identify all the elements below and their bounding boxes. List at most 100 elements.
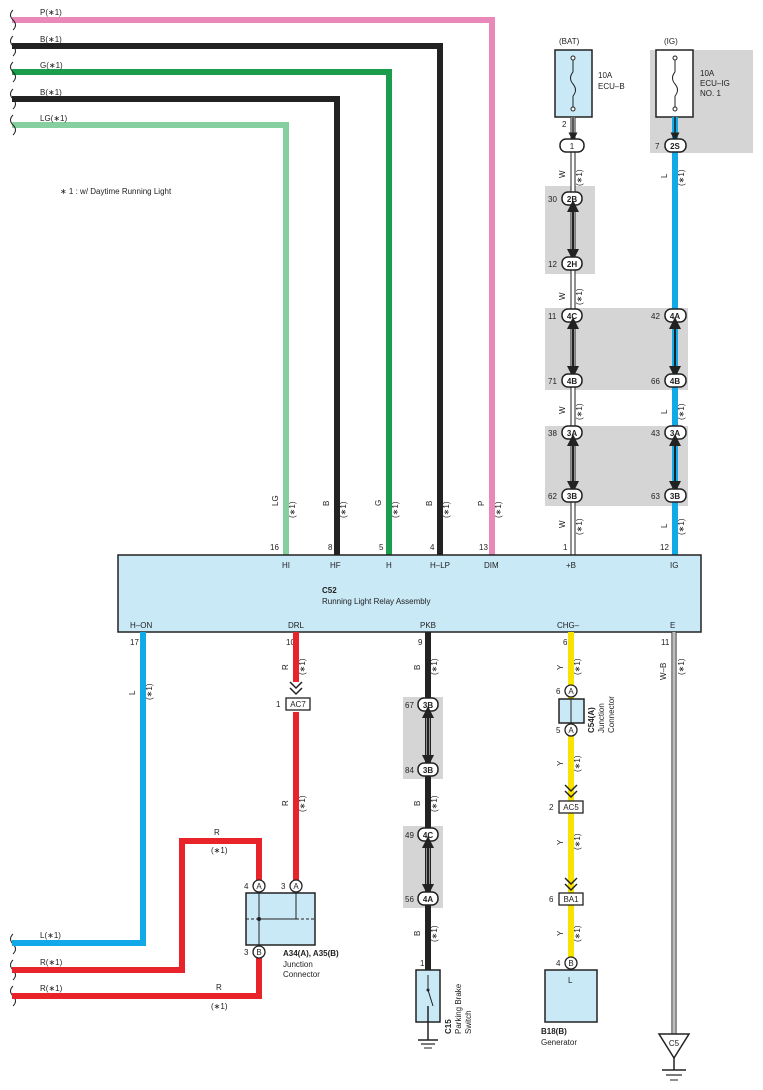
svg-text:3A: 3A <box>567 429 577 438</box>
svg-text:Junction: Junction <box>283 960 313 969</box>
fuse-bat: (BAT) 10A ECU–B 2 <box>554 37 625 129</box>
svg-text:(∗1): (∗1) <box>573 925 582 942</box>
svg-text:63: 63 <box>651 492 660 501</box>
l-col-connectors: 2S 7 4A 42 4B 66 3A 43 3B 63 <box>651 138 687 503</box>
svg-text:G: G <box>374 500 383 506</box>
svg-text:3B: 3B <box>423 701 433 710</box>
svg-text:LG: LG <box>271 495 280 506</box>
svg-text:(∗1): (∗1) <box>494 501 503 518</box>
svg-text:13: 13 <box>479 543 488 552</box>
svg-text:AC5: AC5 <box>563 803 579 812</box>
svg-text:1: 1 <box>276 700 281 709</box>
svg-text:42: 42 <box>651 312 660 321</box>
svg-text:BA1: BA1 <box>563 895 579 904</box>
svg-text:1: 1 <box>570 142 575 151</box>
svg-text:R(∗1): R(∗1) <box>40 984 63 993</box>
svg-text:3: 3 <box>244 948 249 957</box>
svg-text:(∗1): (∗1) <box>430 925 439 942</box>
svg-text:12: 12 <box>548 260 557 269</box>
svg-text:6: 6 <box>549 895 554 904</box>
relay-code: C52 <box>322 586 337 595</box>
svg-text:5: 5 <box>379 543 384 552</box>
svg-text:NO. 1: NO. 1 <box>700 89 721 98</box>
top-left-wires <box>12 17 495 555</box>
svg-text:Switch: Switch <box>464 1010 473 1034</box>
relay-top-pin-numbers: 16 8 5 4 13 1 12 <box>270 543 669 552</box>
svg-text:2: 2 <box>562 120 567 129</box>
conn-w-2h: 2H 12 <box>548 256 583 271</box>
svg-text:62: 62 <box>548 492 557 501</box>
relay-bottom-pin-numbers: 17 10 9 6 11 <box>130 638 670 647</box>
relay-box: HI HF H H–LP DIM +B IG C52 Running Light… <box>117 554 702 633</box>
svg-text:Y: Y <box>556 930 565 936</box>
svg-text:IG: IG <box>670 561 678 570</box>
svg-text:(∗1): (∗1) <box>575 169 584 186</box>
svg-text:4: 4 <box>556 959 561 968</box>
svg-text:6: 6 <box>556 687 561 696</box>
svg-text:49: 49 <box>405 831 414 840</box>
footnote: ∗ 1 : w/ Daytime Running Light <box>60 187 172 196</box>
svg-text:(∗1): (∗1) <box>288 501 297 518</box>
svg-text:W: W <box>558 170 567 178</box>
svg-text:R: R <box>214 828 220 837</box>
svg-text:A: A <box>293 882 299 891</box>
wire-label-b1: B(∗1) <box>40 35 62 44</box>
svg-text:4: 4 <box>244 882 249 891</box>
conn-l-4b: 4B 66 <box>651 373 687 388</box>
svg-text:(∗1): (∗1) <box>391 501 400 518</box>
break-marks <box>10 9 16 1007</box>
svg-text:(∗1): (∗1) <box>573 658 582 675</box>
wire-label-g: G(∗1) <box>40 61 63 70</box>
svg-text:R: R <box>216 983 222 992</box>
svg-text:56: 56 <box>405 895 414 904</box>
svg-text:L: L <box>128 690 137 695</box>
svg-text:7: 7 <box>655 142 660 151</box>
svg-text:84: 84 <box>405 766 414 775</box>
svg-text:C5: C5 <box>669 1039 680 1048</box>
svg-text:6: 6 <box>563 638 568 647</box>
svg-text:(∗1): (∗1) <box>573 833 582 850</box>
svg-text:(IG): (IG) <box>664 37 678 46</box>
svg-text:10A: 10A <box>700 69 715 78</box>
svg-text:(∗1): (∗1) <box>575 288 584 305</box>
svg-text:2: 2 <box>549 803 554 812</box>
svg-text:2H: 2H <box>567 260 577 269</box>
svg-text:43: 43 <box>651 429 660 438</box>
svg-text:Connector: Connector <box>283 970 320 979</box>
right-wire-color-labels: W (∗1) W (∗1) W (∗1) W (∗1) L (∗1) L (∗1… <box>558 169 686 535</box>
svg-text:5: 5 <box>556 726 561 735</box>
svg-text:B: B <box>425 501 434 506</box>
wire-label-p: P(∗1) <box>40 8 62 17</box>
svg-text:B: B <box>322 501 331 506</box>
svg-text:H–ON: H–ON <box>130 621 152 630</box>
wire-drl: AC7 1 R (∗1) R (∗1) <box>276 632 311 880</box>
svg-text:2S: 2S <box>670 142 680 151</box>
svg-text:9: 9 <box>418 638 423 647</box>
svg-text:38: 38 <box>548 429 557 438</box>
svg-text:B: B <box>413 931 422 936</box>
svg-text:67: 67 <box>405 701 414 710</box>
bottom-left-wire-labels: L(∗1) R(∗1) R(∗1) <box>40 931 63 993</box>
svg-text:DIM: DIM <box>484 561 499 570</box>
svg-text:A: A <box>256 882 262 891</box>
svg-text:(∗1): (∗1) <box>298 658 307 675</box>
svg-text:16: 16 <box>270 543 279 552</box>
left-wire-labels: P(∗1) B(∗1) G(∗1) B(∗1) LG(∗1) <box>40 8 67 123</box>
svg-text:CHG–: CHG– <box>557 621 580 630</box>
svg-text:Y: Y <box>556 760 565 766</box>
conn-l-2s: 2S 7 <box>655 138 687 153</box>
svg-text:71: 71 <box>548 377 557 386</box>
svg-text:Y: Y <box>556 664 565 670</box>
svg-text:W: W <box>558 292 567 300</box>
svg-text:L: L <box>660 409 669 414</box>
svg-text:Parking Brake: Parking Brake <box>454 983 463 1034</box>
svg-text:R(∗1): R(∗1) <box>40 958 63 967</box>
svg-text:DRL: DRL <box>288 621 305 630</box>
svg-text:10: 10 <box>286 638 295 647</box>
svg-text:(∗1): (∗1) <box>677 658 686 675</box>
svg-text:4C: 4C <box>423 831 433 840</box>
svg-text:B: B <box>568 959 573 968</box>
svg-text:(∗1): (∗1) <box>677 169 686 186</box>
svg-text:R: R <box>281 664 290 670</box>
svg-text:H–LP: H–LP <box>430 561 450 570</box>
